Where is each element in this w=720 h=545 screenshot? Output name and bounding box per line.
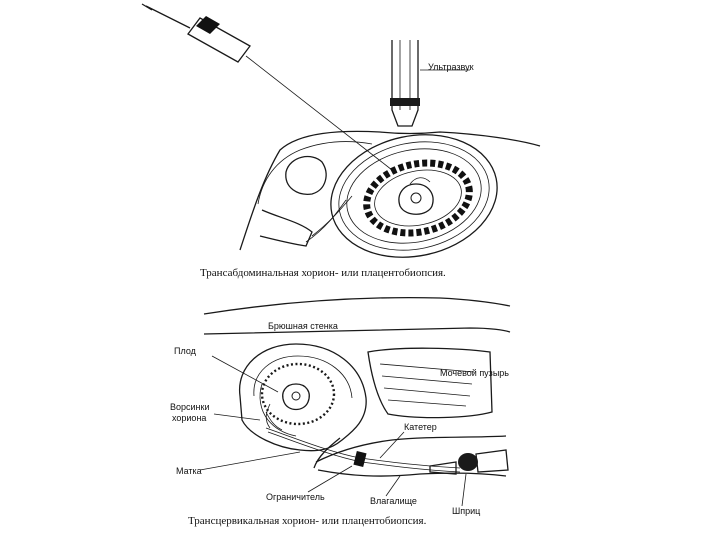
abdominal-wall-outer: [203, 296, 511, 315]
probe-collar: [390, 98, 420, 106]
leader-catheter: [379, 431, 405, 459]
label-vagina: Влагалище: [370, 496, 417, 506]
uterus-top: [305, 134, 498, 258]
caption-transabdominal: Трансабдоминальная хорион- или плацентоб…: [200, 267, 446, 279]
label-catheter: Катетер: [404, 422, 437, 432]
label-villi-1: Ворсинки: [170, 402, 209, 412]
probe-body: [391, 40, 419, 127]
caption-transcervical: Трансцервикальная хорион- или плацентоби…: [188, 515, 427, 527]
transcervical-figure: Брюшная стенка Мочевой пузырь: [170, 296, 511, 527]
cervix-outline: [259, 209, 313, 247]
bladder-top: [285, 155, 327, 195]
syringe-bottom: [429, 449, 509, 475]
chorion-top: [363, 159, 473, 237]
uterus-bottom: [239, 343, 367, 452]
abdomen-outline: [239, 130, 541, 251]
leader-uterus: [199, 451, 301, 471]
syringe-drawing: [141, 3, 393, 171]
label-abdominal-wall: Брюшная стенка: [268, 321, 338, 331]
biopsy-needle: [245, 55, 393, 171]
bladder-bottom: [367, 347, 493, 419]
ultrasound-probe: [390, 40, 470, 127]
syringe-barrel: [187, 17, 251, 63]
label-fetus: Плод: [174, 346, 197, 356]
chorionic-villi: [259, 362, 336, 437]
label-villi-2: хориона: [172, 413, 206, 423]
leader-villi: [213, 413, 261, 421]
syringe-plunger-tip: [141, 3, 153, 11]
leader-vagina: [385, 475, 401, 497]
label-bladder: Мочевой пузырь: [440, 368, 509, 378]
abdominal-wall-inner: [257, 141, 373, 205]
syringe-plunger-rod: [145, 5, 191, 29]
syringe-barrel-shade: [196, 16, 220, 34]
leader-fetus: [211, 355, 279, 393]
fetus-bottom: [282, 383, 310, 411]
transabdominal-figure: Ультразвук Трансабдоминальная хорион- и: [141, 3, 541, 279]
leader-syringe: [461, 473, 467, 507]
label-syringe: Шприц: [452, 506, 480, 516]
abdominal-wall-inner: [203, 327, 511, 335]
vagina-upper: [315, 435, 507, 463]
label-limiter: Ограничитель: [266, 492, 325, 502]
fetus-top: [398, 177, 434, 215]
label-uterus: Матка: [176, 466, 202, 476]
label-ultrasound: Ультразвук: [428, 62, 474, 72]
leader-limiter: [307, 465, 353, 493]
vagina-lower: [317, 469, 507, 477]
limiter-marker: [353, 450, 367, 468]
